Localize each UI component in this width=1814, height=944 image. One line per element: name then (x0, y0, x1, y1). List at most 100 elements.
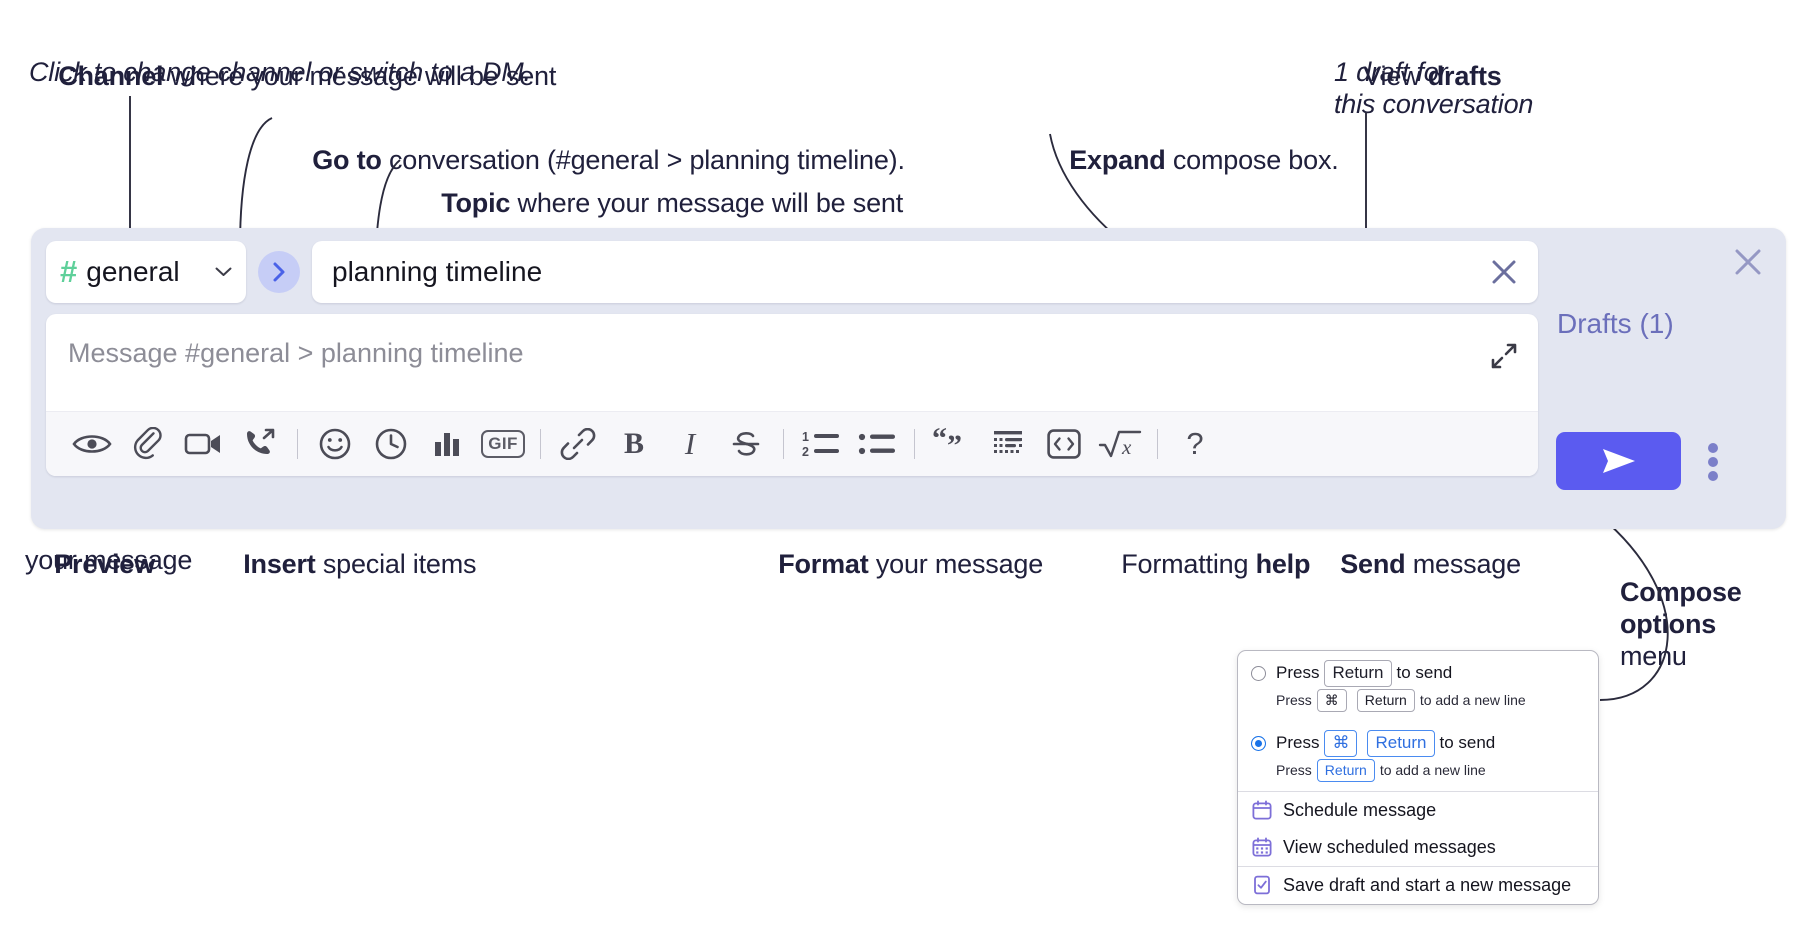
strikethrough-button[interactable] (718, 418, 774, 470)
annotation-compose-options-line1: Compose (1620, 577, 1742, 607)
hint-post: to add a new line (1419, 692, 1526, 709)
bulleted-list-button[interactable] (849, 418, 905, 470)
divider-1 (297, 429, 298, 459)
channel-name-label: general (86, 256, 180, 287)
hint-pre: Press (1276, 692, 1312, 709)
italic-label: I (684, 426, 696, 461)
call-button[interactable] (232, 418, 288, 470)
numbered-list-icon: 1 2 (802, 430, 839, 459)
annotation-topic: Topic where your message will be sent (441, 188, 904, 218)
italic-button[interactable]: I (662, 418, 718, 470)
link-icon (560, 428, 596, 460)
send-option-return[interactable]: Press Return to send (1238, 651, 1598, 687)
video-camera-icon (184, 433, 220, 455)
quote-button[interactable]: “ ” (924, 418, 980, 470)
compose-right-column: Drafts (1) (1538, 228, 1786, 529)
compose-box: # general planning timeline (31, 228, 1786, 529)
svg-text:x: x (1121, 435, 1132, 459)
video-button[interactable] (176, 418, 232, 470)
radio-button-return[interactable] (1251, 665, 1266, 681)
compose-options-menu: Press Return to send Press ⌘ Return to a… (1237, 650, 1599, 905)
divider-4 (914, 429, 915, 459)
question-mark-icon: ? (1186, 426, 1204, 461)
strikethrough-icon (732, 432, 760, 456)
attach-button[interactable] (120, 418, 176, 470)
menu-divider (1238, 790, 1598, 792)
topic-value: planning timeline (332, 256, 543, 287)
compose-header-row: # general planning timeline (46, 241, 1538, 303)
smiley-icon (319, 428, 351, 460)
gif-button[interactable]: GIF (475, 418, 531, 470)
bold-label: B (623, 427, 644, 460)
code-block-icon (994, 431, 1022, 453)
svg-text:”: ” (947, 429, 962, 460)
annotation-drafts-line3: this conversation (1334, 89, 1534, 119)
menu-item-view-scheduled-messages[interactable]: View scheduled messages (1238, 829, 1598, 866)
close-icon[interactable] (1732, 246, 1764, 278)
send-option-cmd-return[interactable]: Press ⌘ Return to send (1238, 721, 1598, 757)
ordered-list-button[interactable]: 1 2 (793, 418, 849, 470)
clock-icon (375, 428, 407, 460)
annotation-preview-line1: Preview (54, 549, 155, 579)
key-return: Return (1324, 660, 1392, 687)
key-command: ⌘ (1324, 729, 1358, 757)
hint-post: to add a new line (1379, 762, 1486, 779)
option-text-post: to send (1396, 663, 1453, 683)
annotation-drafts-line1: View drafts (1363, 61, 1502, 91)
math-button[interactable]: x (1092, 418, 1148, 470)
key-command: ⌘ (1316, 688, 1347, 712)
divider-5 (1157, 429, 1158, 459)
key-return: Return (1356, 688, 1415, 712)
send-arrow-icon (1602, 449, 1635, 473)
chevron-right-icon (273, 262, 285, 282)
menu-item-label: Save draft and start a new message (1283, 874, 1572, 895)
option-text-pre: Press (1276, 733, 1320, 753)
radio-button-cmd-return[interactable] (1251, 735, 1266, 751)
drafts-link[interactable]: Drafts (1) (1557, 308, 1674, 339)
calendar-icon (1252, 800, 1272, 820)
divider-3 (783, 429, 784, 459)
bulleted-list-icon (858, 433, 895, 455)
gif-label: GIF (481, 430, 525, 458)
expand-icon[interactable] (1490, 342, 1518, 370)
annotation-drafts-line2: 1 draft for (1334, 57, 1448, 87)
annotation-preview-line2: your message (25, 545, 193, 575)
key-return: Return (1316, 758, 1375, 782)
preview-button[interactable] (64, 418, 120, 470)
formatting-help-button[interactable]: ? (1167, 418, 1223, 470)
poll-button[interactable] (419, 418, 475, 470)
svg-text:1: 1 (802, 430, 809, 444)
menu-item-label: Schedule message (1283, 799, 1437, 820)
code-block-button[interactable] (980, 418, 1036, 470)
divider-2 (540, 429, 541, 459)
quote-icon: “ ” (932, 428, 962, 460)
phone-forward-icon (247, 428, 275, 454)
send-option-cmd-return-hint: Press Return to add a new line (1238, 757, 1598, 791)
annotation-compose-options-line2: options (1620, 609, 1717, 639)
option-text-post: to send (1439, 733, 1496, 753)
channel-selector[interactable]: # general (46, 241, 246, 303)
menu-item-schedule-message[interactable]: Schedule message (1238, 792, 1598, 829)
compose-options-button[interactable] (1708, 443, 1718, 481)
send-option-return-hint: Press ⌘ Return to add a new line (1238, 687, 1598, 721)
message-placeholder: Message #general > planning timeline (68, 338, 524, 368)
bold-button[interactable]: B (606, 418, 662, 470)
annotation-compose-options-line3: menu (1620, 641, 1687, 671)
close-icon[interactable] (1488, 256, 1520, 288)
inline-code-button[interactable] (1036, 418, 1092, 470)
send-button[interactable] (1556, 432, 1681, 490)
goto-conversation-button[interactable] (258, 251, 300, 293)
link-button[interactable] (550, 418, 606, 470)
reminder-button[interactable] (363, 418, 419, 470)
option-text-pre: Press (1276, 663, 1320, 683)
menu-item-save-draft[interactable]: Save draft and start a new message (1238, 867, 1598, 904)
document-check-icon (1254, 875, 1270, 895)
key-return: Return (1367, 729, 1435, 757)
emoji-button[interactable] (307, 418, 363, 470)
vertical-dots-icon (1708, 457, 1718, 467)
topic-field[interactable]: planning timeline (312, 241, 1538, 303)
paperclip-icon (133, 427, 162, 460)
svg-text:2: 2 (802, 445, 809, 459)
message-input[interactable]: Message #general > planning timeline (46, 314, 1538, 411)
